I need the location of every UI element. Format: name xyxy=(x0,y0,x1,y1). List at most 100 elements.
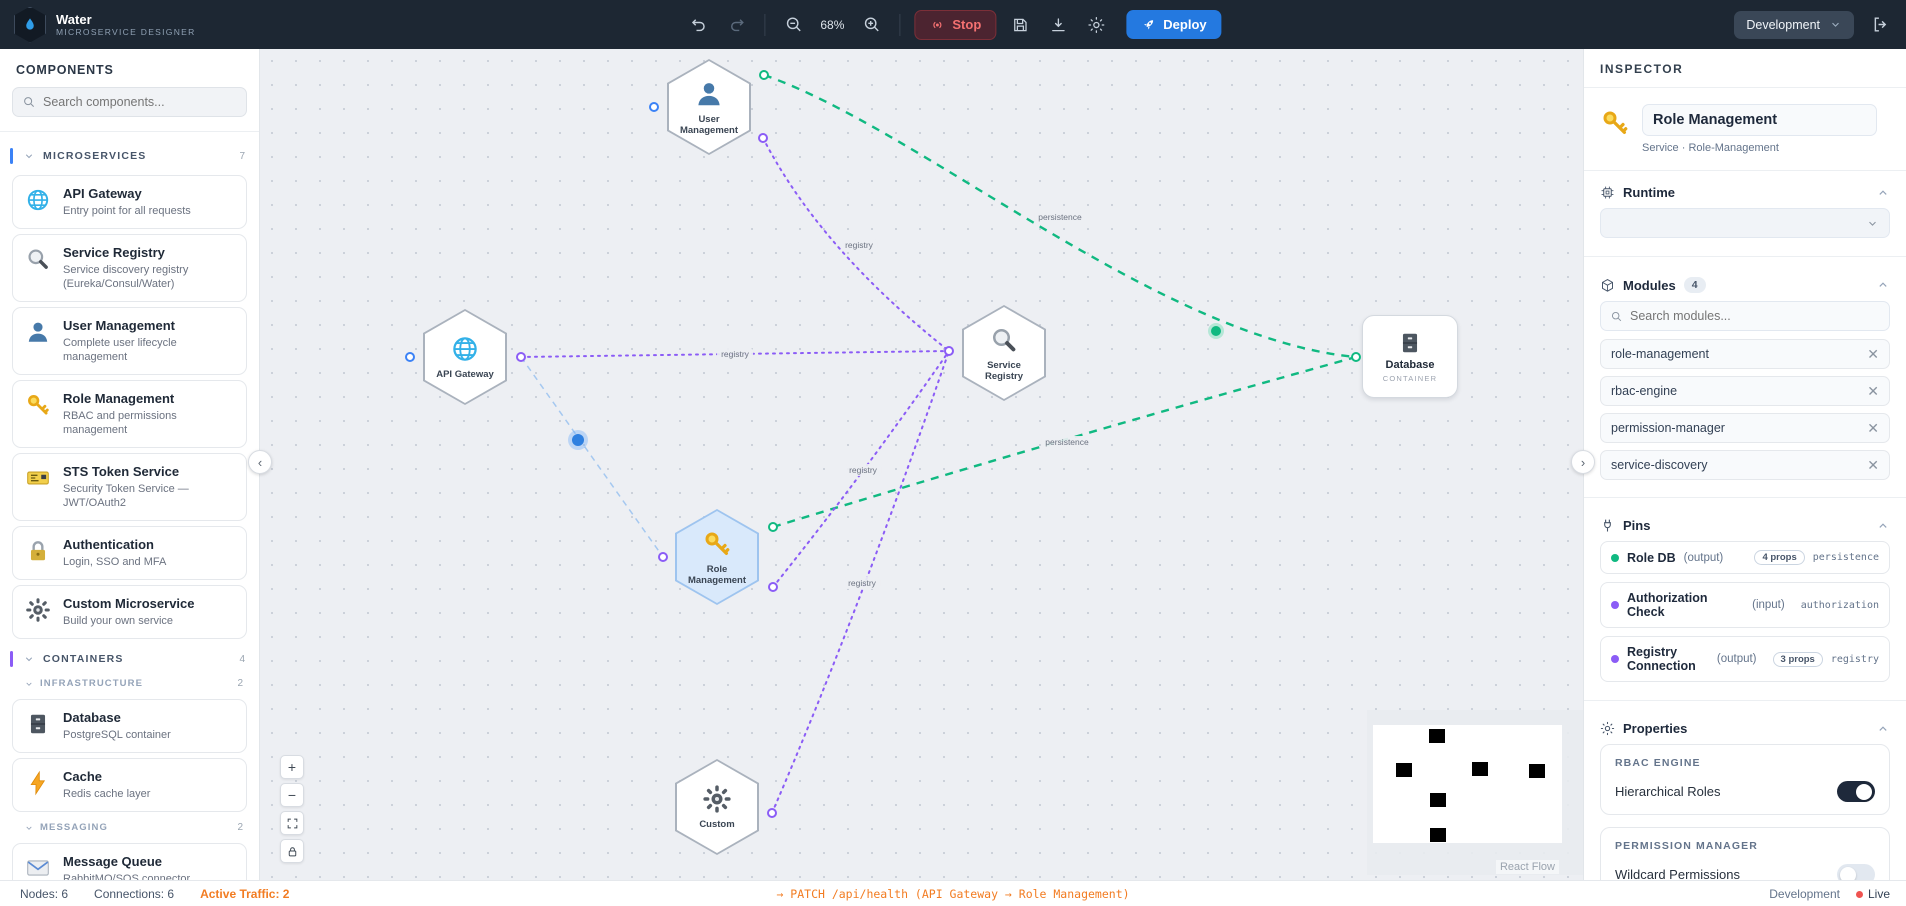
redo-button[interactable] xyxy=(722,11,750,39)
exit-button[interactable] xyxy=(1866,11,1894,39)
hierarchical-roles-toggle[interactable] xyxy=(1837,781,1875,802)
collapse-left-panel-button[interactable]: ‹ xyxy=(248,450,272,474)
toolbar-divider xyxy=(899,13,901,36)
lock-button[interactable] xyxy=(280,839,304,863)
magnifier-icon xyxy=(989,325,1019,355)
module-search[interactable] xyxy=(1600,301,1890,331)
section-containers[interactable]: CONTAINERS 4 xyxy=(0,645,259,673)
runtime-section-header[interactable]: Runtime xyxy=(1600,181,1890,208)
envelope-icon xyxy=(25,855,51,880)
app-subtitle: MICROSERVICE DESIGNER xyxy=(56,26,196,37)
node-api-gateway[interactable]: API Gateway xyxy=(423,309,507,405)
connection-handle[interactable] xyxy=(758,133,768,143)
remove-module-icon[interactable]: ✕ xyxy=(1867,382,1879,399)
pin-tag: authorization xyxy=(1800,599,1879,611)
settings-button[interactable] xyxy=(1082,11,1110,39)
properties-section-header[interactable]: Properties xyxy=(1600,717,1890,744)
chevron-up-icon xyxy=(1876,278,1890,292)
connection-handle[interactable] xyxy=(768,582,778,592)
node-service-registry[interactable]: Service Registry xyxy=(962,305,1046,401)
connection-handle[interactable] xyxy=(405,352,415,362)
remove-module-icon[interactable]: ✕ xyxy=(1867,345,1879,362)
modules-section-header[interactable]: Modules 4 xyxy=(1600,273,1890,301)
magnifier-icon xyxy=(25,246,51,272)
environment-label: Development xyxy=(1769,886,1840,901)
canvas-zoom-out-button[interactable]: − xyxy=(280,783,304,807)
export-button[interactable] xyxy=(1044,11,1072,39)
components-title: COMPONENTS xyxy=(16,63,114,77)
inspector-panel: INSPECTOR Service · Role-Management Runt… xyxy=(1583,49,1906,880)
connection-handle[interactable] xyxy=(759,70,769,80)
node-custom[interactable]: Custom xyxy=(675,759,759,855)
node-role-management[interactable]: Role Management xyxy=(675,509,759,605)
zoom-in-button[interactable] xyxy=(857,11,885,39)
minimap[interactable] xyxy=(1367,710,1583,875)
reactflow-attribution: React Flow xyxy=(1495,860,1559,874)
subsection-messaging[interactable]: MESSAGING 2 xyxy=(0,817,259,838)
node-name-input[interactable] xyxy=(1642,104,1877,136)
undo-icon xyxy=(689,15,708,34)
module-chip[interactable]: role-management✕ xyxy=(1600,339,1890,369)
key-icon xyxy=(702,529,732,559)
connection-handle[interactable] xyxy=(658,552,668,562)
save-button[interactable] xyxy=(1006,11,1034,39)
modules-section: Modules 4 role-management✕ rbac-engine✕ … xyxy=(1584,263,1906,491)
pin-authorization-check[interactable]: Authorization Check (input) authorizatio… xyxy=(1600,582,1890,628)
remove-module-icon[interactable]: ✕ xyxy=(1867,419,1879,436)
wildcard-permissions-toggle[interactable] xyxy=(1837,864,1875,880)
module-chip[interactable]: rbac-engine✕ xyxy=(1600,376,1890,406)
canvas-zoom-in-button[interactable]: + xyxy=(280,755,304,779)
pin-registry-connection[interactable]: Registry Connection (output) 3 props reg… xyxy=(1600,636,1890,682)
live-status: Live xyxy=(1855,887,1890,901)
component-search[interactable] xyxy=(12,87,247,117)
subsection-infrastructure[interactable]: INFRASTRUCTURE 2 xyxy=(0,673,259,694)
connection-handle[interactable] xyxy=(944,346,954,356)
connection-handle[interactable] xyxy=(767,808,777,818)
runtime-select[interactable] xyxy=(1600,208,1890,238)
nodes-count: Nodes: 6 xyxy=(20,886,69,901)
edge-traffic-api-gateway-role-management xyxy=(520,356,664,558)
module-chip[interactable]: permission-manager✕ xyxy=(1600,413,1890,443)
fit-view-button[interactable] xyxy=(280,811,304,835)
node-database[interactable]: Database CONTAINER xyxy=(1362,315,1458,398)
component-search-input[interactable] xyxy=(43,95,223,109)
minimap-node xyxy=(1472,762,1488,776)
module-search-input[interactable] xyxy=(1630,309,1860,323)
connection-handle[interactable] xyxy=(1351,352,1361,362)
chevron-up-icon xyxy=(1876,186,1890,200)
remove-module-icon[interactable]: ✕ xyxy=(1867,456,1879,473)
expand-right-panel-button[interactable]: › xyxy=(1571,450,1595,474)
section-microservices[interactable]: MICROSERVICES 7 xyxy=(0,142,259,170)
pins-section: Pins Role DB (output) 4 props persistenc… xyxy=(1584,504,1906,694)
deploy-button[interactable]: Deploy xyxy=(1126,10,1222,39)
module-chip[interactable]: service-discovery✕ xyxy=(1600,450,1890,480)
app-logo xyxy=(14,6,46,43)
stop-button[interactable]: Stop xyxy=(914,9,997,40)
node-user-management[interactable]: User Management xyxy=(667,59,751,155)
zoom-out-button[interactable] xyxy=(779,11,807,39)
section-count: 2 xyxy=(237,678,243,689)
live-dot xyxy=(1855,890,1863,898)
connection-handle[interactable] xyxy=(768,522,778,532)
gear-icon xyxy=(1600,721,1615,736)
connection-handle[interactable] xyxy=(516,352,526,362)
connection-handle[interactable] xyxy=(649,102,659,112)
flow-canvas[interactable]: registry persistence registry persistenc… xyxy=(260,49,1583,880)
canvas-controls: + − xyxy=(280,755,304,863)
property-group-rbac-engine: RBAC ENGINE Hierarchical Roles xyxy=(1600,744,1890,815)
pin-role-db[interactable]: Role DB (output) 4 props persistence xyxy=(1600,541,1890,574)
undo-button[interactable] xyxy=(684,11,712,39)
section-count: 2 xyxy=(237,822,243,833)
pins-section-header[interactable]: Pins xyxy=(1600,514,1890,541)
environment-select[interactable]: Development xyxy=(1734,10,1854,39)
